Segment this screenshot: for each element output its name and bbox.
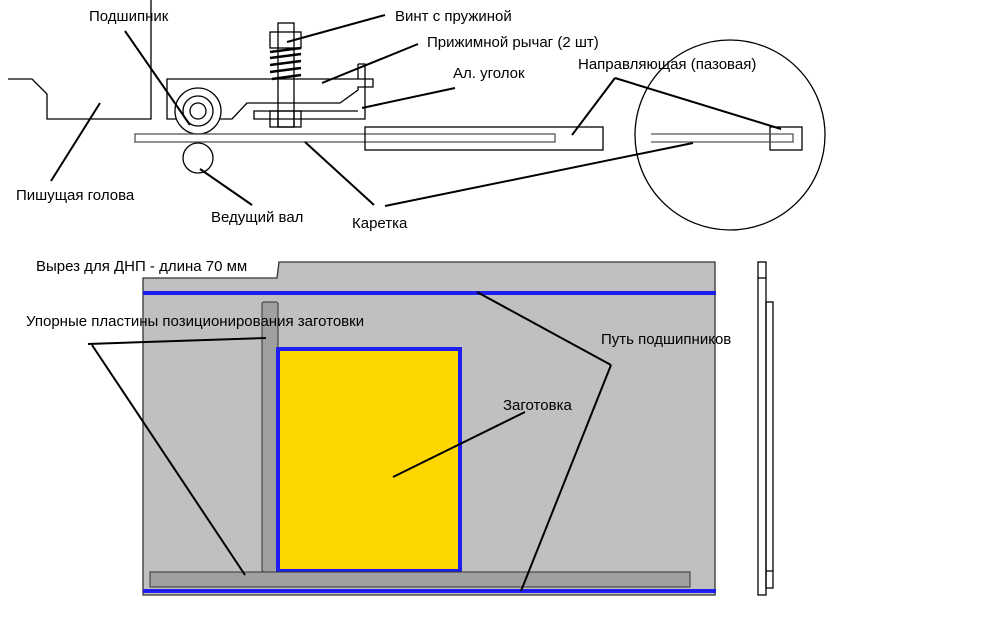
stop-plate-vertical xyxy=(261,301,279,573)
bearing xyxy=(174,87,222,135)
plate-side-view xyxy=(757,261,774,596)
label-bearing-path: Путь подшипников xyxy=(601,331,731,348)
guide-detail-view xyxy=(634,39,826,231)
label-workpiece: Заготовка xyxy=(503,397,572,414)
label-screw-spring: Винт с пружиной xyxy=(395,8,512,25)
label-carriage: Каретка xyxy=(352,215,408,232)
label-drive-shaft: Ведущий вал xyxy=(211,209,303,226)
label-clamp-lever: Прижимной рычаг (2 шт) xyxy=(427,34,599,51)
label-guide: Направляющая (пазовая) xyxy=(578,56,756,73)
stop-plate-horizontal xyxy=(149,571,691,588)
screw-with-spring xyxy=(269,22,302,128)
leader-lines-bottom xyxy=(87,291,612,592)
label-writing-head: Пишущая голова xyxy=(16,187,135,204)
label-cutout: Вырез для ДНП - длина 70 мм xyxy=(36,258,247,275)
drive-shaft xyxy=(182,142,214,174)
label-al-angle: Ал. уголок xyxy=(453,65,525,82)
writing-head xyxy=(8,0,152,120)
label-bearing: Подшипник xyxy=(89,8,169,25)
carriage xyxy=(134,133,556,143)
leader-lines-top xyxy=(50,14,782,207)
label-stop-plates: Упорные пластины позиционирования загото… xyxy=(26,313,364,330)
slotted-guide xyxy=(364,126,604,151)
workpiece xyxy=(276,347,462,573)
